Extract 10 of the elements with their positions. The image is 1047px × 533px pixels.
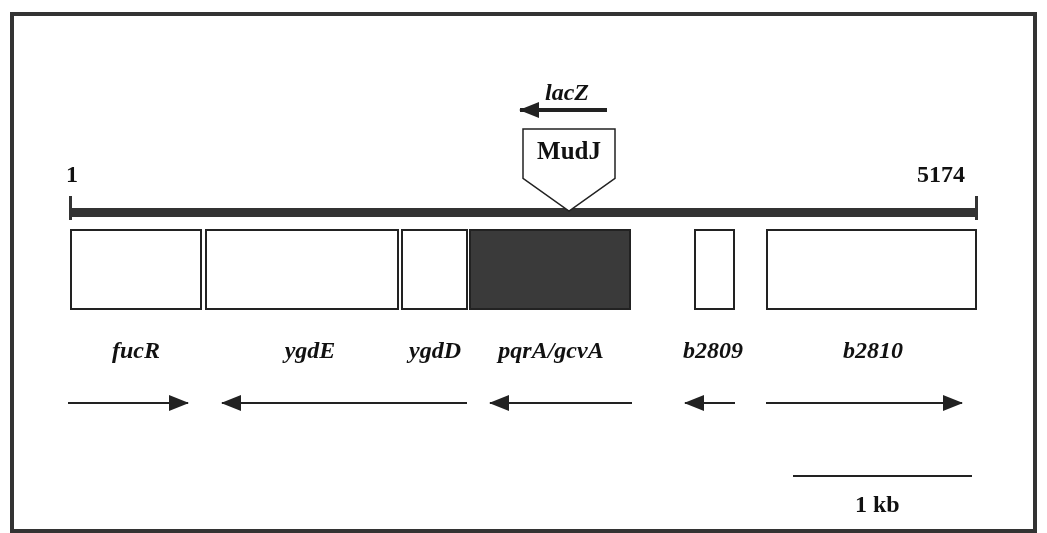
gene-name: ygdE: [281, 338, 337, 362]
gene-name: b2810: [842, 338, 904, 362]
scale-label: 1 kb: [855, 492, 900, 516]
position-label: 1: [66, 162, 78, 186]
insert-name: MudJ: [536, 138, 602, 163]
gene-name: lacZ: [545, 80, 589, 104]
gene-name: pqrA/gcvA: [495, 338, 605, 362]
gene-name: fucR: [111, 338, 161, 362]
gene-name: b2809: [682, 338, 744, 362]
position-label: 5174: [917, 162, 965, 186]
